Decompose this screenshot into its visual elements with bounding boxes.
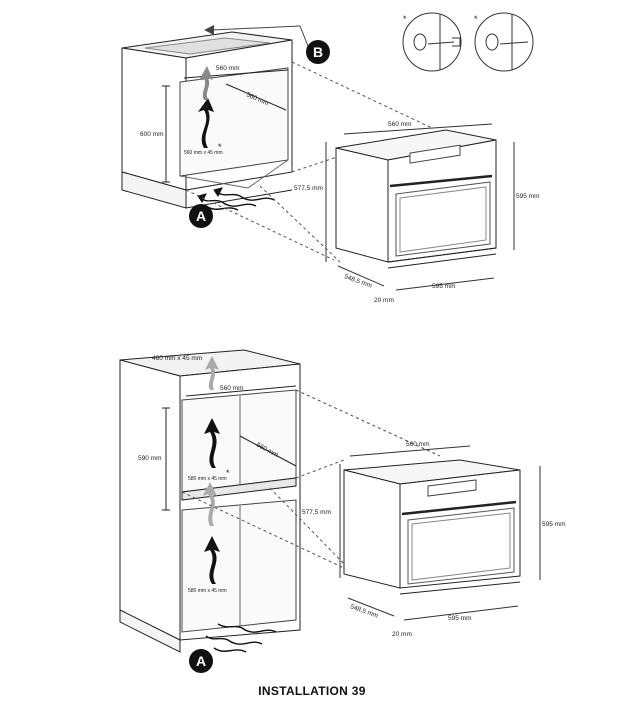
page-footer-title: INSTALLATION 39 (258, 684, 366, 698)
svg-text:A: A (196, 653, 206, 669)
airflow-arrow-icon (203, 356, 220, 584)
dim-cab-height: 590 mm (138, 455, 161, 462)
dim-oven-depth: 548,5 mm (349, 603, 379, 619)
note-star: * (474, 14, 478, 24)
top-cabinet (121, 31, 293, 209)
dim-cab-height: 600 mm (140, 131, 163, 138)
bottom-oven-dims (339, 445, 541, 621)
dim-cab-width-top: 560 mm (220, 385, 243, 392)
dim-top-vent: 460 mm x 45 mm (152, 355, 202, 362)
dim-oven-total-height: 595 mm (542, 521, 565, 528)
dim-oven-width-bottom: 595 mm (432, 283, 455, 290)
dim-door: 20 mm (374, 297, 394, 304)
dim-cab-width-top: 560 mm (216, 65, 239, 72)
top-oven-dims (325, 123, 515, 291)
bottom-oven (343, 459, 521, 595)
dim-oven-height: 577,5 mm (302, 509, 331, 516)
dim-oven-width: 560 mm (388, 121, 411, 128)
top-oven (335, 129, 497, 269)
note-star: * (403, 14, 407, 24)
svg-text:A: A (196, 208, 206, 224)
bottom-cabinet (119, 349, 301, 653)
dim-oven-height: 577,5 mm (294, 185, 323, 192)
label-a-badge: A (189, 649, 213, 673)
plug-detail-icon (402, 12, 462, 72)
dim-oven-width: 560 mm (406, 441, 429, 448)
projection-lines (181, 389, 441, 571)
dim-vent: 560 mm x 45 mm (184, 150, 223, 156)
svg-text:B: B (313, 44, 323, 60)
projection-lines (185, 61, 433, 263)
wire-detail-icon (474, 12, 534, 72)
dim-vent-lower: 580 mm x 45 mm (188, 588, 227, 594)
dim-oven-depth: 548,5 mm (343, 273, 373, 289)
dim-door: 20 mm (392, 631, 412, 638)
dim-oven-total-height: 595 mm (516, 193, 539, 200)
note-star: * (218, 142, 222, 152)
intake-arrows-icon (205, 623, 277, 653)
dim-oven-width-bottom: 595 mm (448, 615, 471, 622)
arrow-to-b (211, 25, 309, 47)
label-b-badge: B (306, 40, 330, 64)
note-star: * (226, 468, 230, 478)
label-a-badge: A (189, 204, 213, 228)
airflow-arrow-icon (198, 66, 214, 148)
dim-vent-upper: 580 mm x 45 mm (188, 476, 227, 482)
